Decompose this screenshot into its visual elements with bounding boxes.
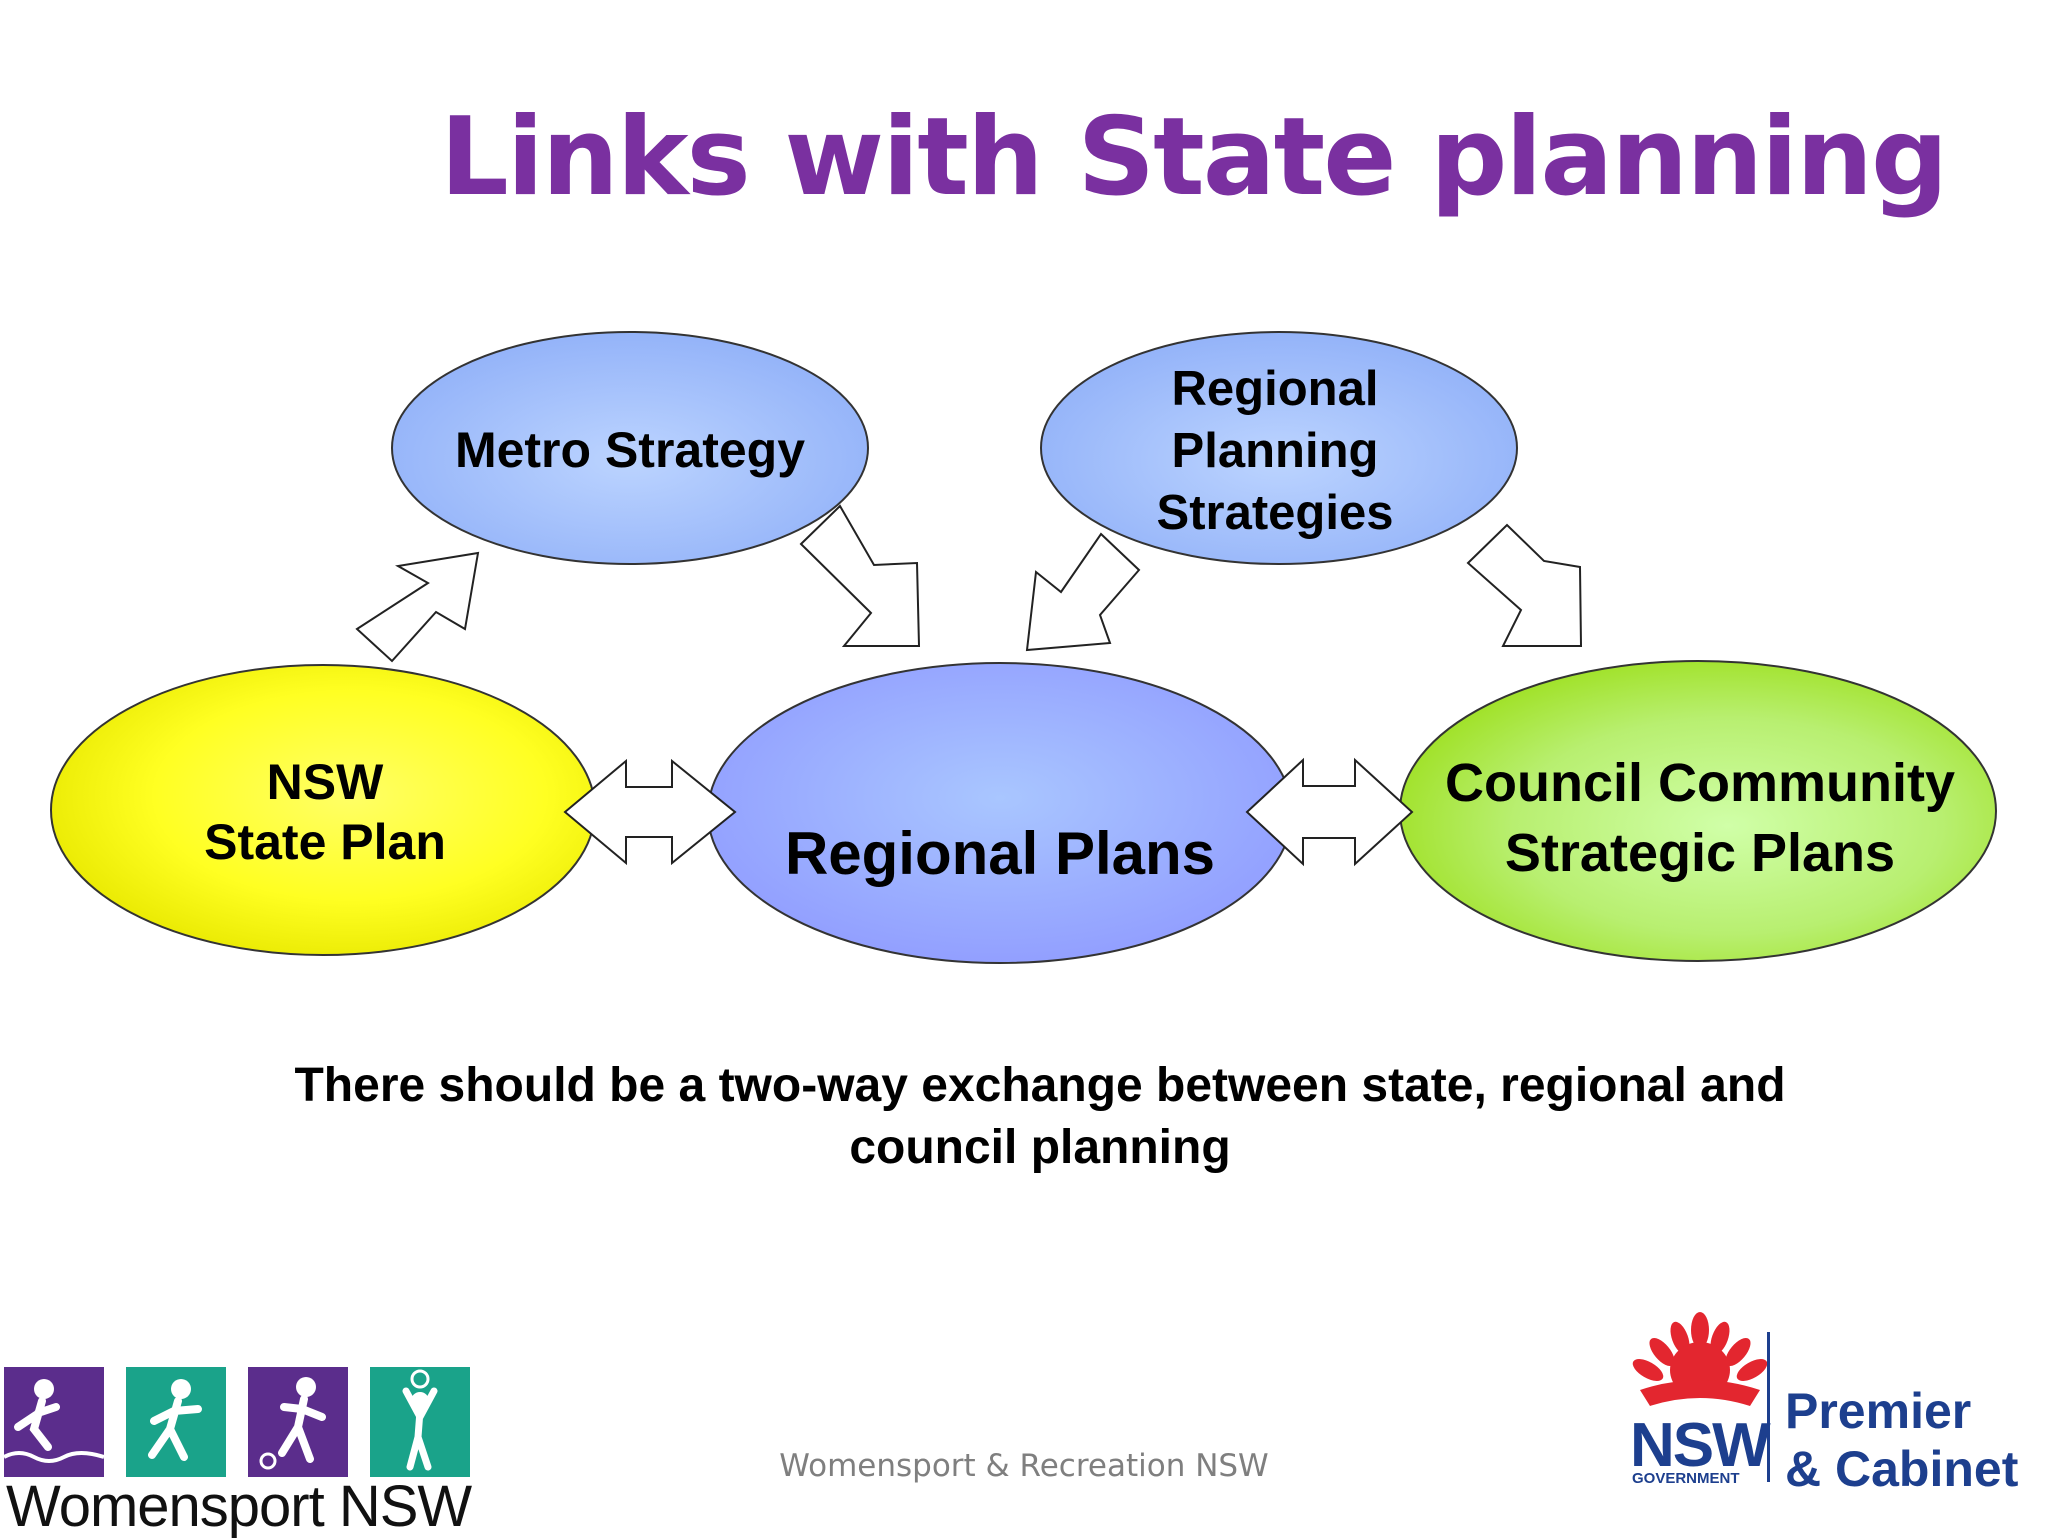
regional-planning-strategies-ellipse [1040,331,1518,565]
arrow-down-left-icon [1025,532,1141,652]
nsw-state-plan-label: NSW State Plan [204,754,446,870]
logo-tile-4 [370,1367,470,1477]
waratah-icon [1632,1312,1768,1406]
caption: There should be a two-way exchange betwe… [294,1059,1786,1174]
footer-text: Womensport & Recreation NSW [779,1448,1269,1484]
logo-tile-2 [126,1367,226,1477]
nsw-premier-cabinet-logo: NSW GOVERNMENT Premier & Cabinet [1620,1310,2040,1497]
double-arrow-right-icon [1245,757,1414,867]
arrow-down-right-icon-2 [1466,523,1583,647]
kicker-icon [259,1377,326,1470]
netball-icon [402,1369,438,1471]
government-text: GOVERNMENT [1632,1470,1740,1487]
regional-planning-strategies-label: Regional Planning Strategies [1156,362,1394,540]
premier-cabinet-text: Premier & Cabinet [1785,1383,2019,1497]
womensport-logo: Womensport NSW [0,1365,480,1539]
arrow-down-right-icon [799,504,921,647]
logo-tile-1 [3,1367,105,1477]
page-title: Links with State planning [440,95,1948,220]
runner-icon [148,1379,202,1461]
nsw-logo-text: NSW [1630,1411,1771,1480]
athlete-icon [3,1379,105,1463]
logo-divider [1767,1332,1770,1482]
womensport-logo-text: Womensport NSW [6,1474,472,1539]
double-arrow-left-icon [563,758,737,866]
arrow-up-right-icon [355,551,480,663]
regional-plans-ellipse [707,662,1293,964]
logo-tile-3 [248,1367,348,1477]
regional-plans-label: Regional Plans [784,820,1216,887]
metro-strategy-label: Metro Strategy [454,422,806,478]
council-plans-label: Council Community Strategic Plans [1445,753,1955,883]
metro-strategy-ellipse [391,331,869,565]
